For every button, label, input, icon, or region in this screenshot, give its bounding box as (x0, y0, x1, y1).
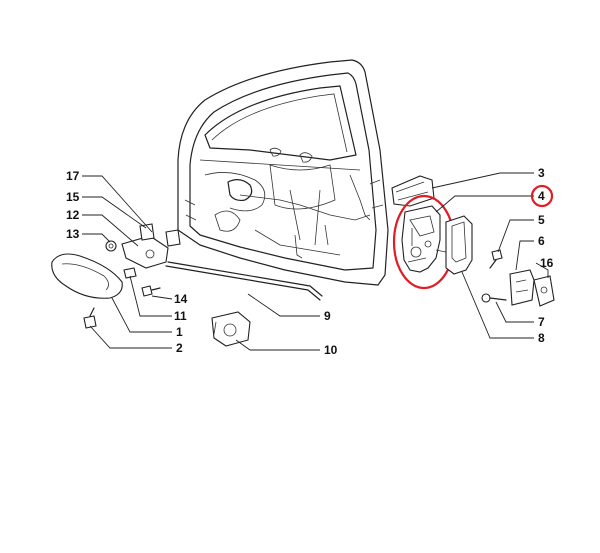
callout-11: 11 (174, 309, 187, 323)
callout-labels: 17 15 12 13 14 11 1 2 9 10 3 4 5 6 16 7 … (66, 166, 554, 357)
part-16-shim (533, 275, 555, 307)
part-10-bracket (211, 311, 251, 347)
part-3-cover (391, 175, 435, 207)
callout-2: 2 (176, 341, 183, 355)
part-8-seal (445, 215, 473, 275)
part-14-screw (141, 285, 161, 297)
callout-17: 17 (66, 169, 80, 183)
part-1-inner-handle (51, 253, 123, 299)
callout-7: 7 (538, 315, 545, 329)
callout-4-highlight-ring (530, 184, 554, 208)
part-17-screw (165, 229, 181, 247)
part-12-handle-bracket (121, 235, 169, 269)
part-6-striker (509, 269, 535, 306)
callout-16: 16 (540, 256, 554, 270)
callout-3: 3 (538, 166, 545, 180)
callout-10: 10 (324, 343, 338, 357)
part-5-screw (489, 249, 503, 269)
part-15-screw (139, 223, 155, 241)
callout-1: 1 (176, 325, 183, 339)
callout-4: 4 (538, 189, 545, 203)
callout-12: 12 (66, 208, 80, 222)
callout-5: 5 (538, 213, 545, 227)
callout-13: 13 (66, 227, 80, 241)
part-2-screw (83, 307, 97, 329)
callout-14: 14 (174, 292, 188, 306)
leader-lines (82, 172, 549, 351)
part-9-rod (165, 261, 323, 301)
part-11-clip (123, 267, 137, 279)
callout-6: 6 (538, 234, 545, 248)
callout-15: 15 (66, 190, 80, 204)
part-4-lock-assembly (401, 205, 447, 273)
callout-8: 8 (538, 331, 545, 345)
part-13-nut (105, 240, 117, 252)
part-7-bolt (481, 293, 507, 303)
callout-9: 9 (324, 309, 331, 323)
door-frame (177, 59, 389, 286)
